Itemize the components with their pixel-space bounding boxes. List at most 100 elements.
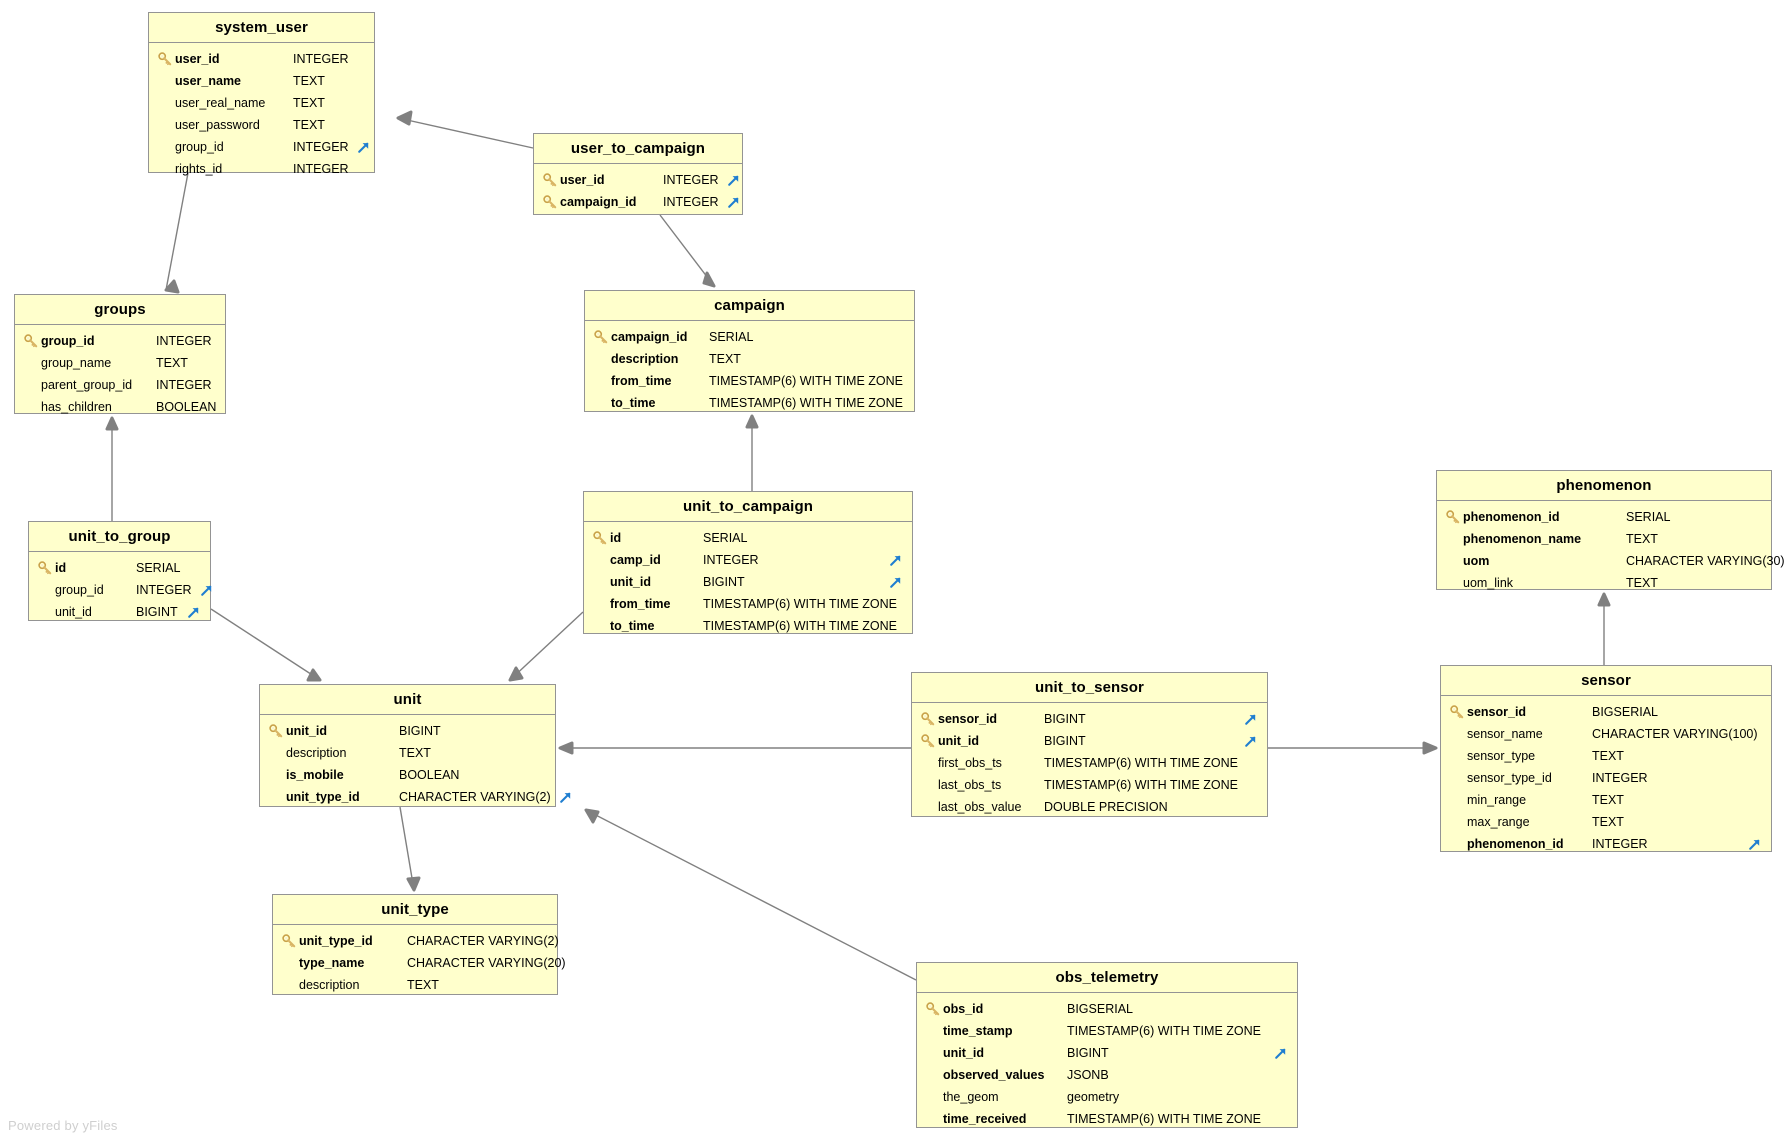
entity-title-unit_to_sensor: unit_to_sensor [912,673,1267,704]
column-name: id [55,561,67,576]
column-type: BIGINT [1067,1046,1109,1061]
column-type: BOOLEAN [156,400,217,415]
column-type: INTEGER [1592,771,1648,786]
column-name: user_real_name [175,96,266,111]
column-type: TIMESTAMP(6) WITH TIME ZONE [1044,778,1238,793]
column-name: first_obs_ts [938,756,1002,771]
column-type: geometry [1067,1090,1120,1105]
column-name: group_id [55,583,104,598]
column-name: description [286,746,347,761]
column-row[interactable]: user_id INTEGER [149,48,374,70]
column-row[interactable]: has_children BOOLEAN [15,396,225,418]
entity-title-system_user: system_user [149,13,374,44]
column-type: TEXT [1592,815,1624,830]
column-row[interactable]: id SERIAL [29,557,210,579]
entity-title-unit: unit [260,685,555,716]
column-name: has_children [41,400,112,415]
column-name: observed_values [943,1068,1045,1083]
column-name: unit_type_id [286,790,360,805]
column-row[interactable]: unit_id BIGINT [917,1042,1297,1064]
column-type: BIGINT [399,724,441,739]
column-row[interactable]: unit_type_id CHARACTER VARYING(2) [260,786,571,808]
entity-title-phenomenon: phenomenon [1437,471,1771,502]
rel-unit_to_sensor-unit [558,741,911,755]
column-name: camp_id [610,553,661,568]
column-type: INTEGER [293,52,349,67]
column-name: unit_id [943,1046,984,1061]
column-name: campaign_id [560,195,637,210]
yfiles-watermark: Powered by yFiles [8,1118,118,1133]
key-icon [540,173,560,187]
column-type: TEXT [407,978,439,993]
column-type: CHARACTER VARYING(2) [399,790,551,805]
column-type: CHARACTER VARYING(30) [1626,554,1785,569]
column-name: user_id [175,52,220,67]
column-type: SERIAL [136,561,181,576]
column-name: sensor_type [1467,749,1536,764]
column-type: TIMESTAMP(6) WITH TIME ZONE [1067,1112,1261,1127]
column-name: phenomenon_id [1467,837,1564,852]
